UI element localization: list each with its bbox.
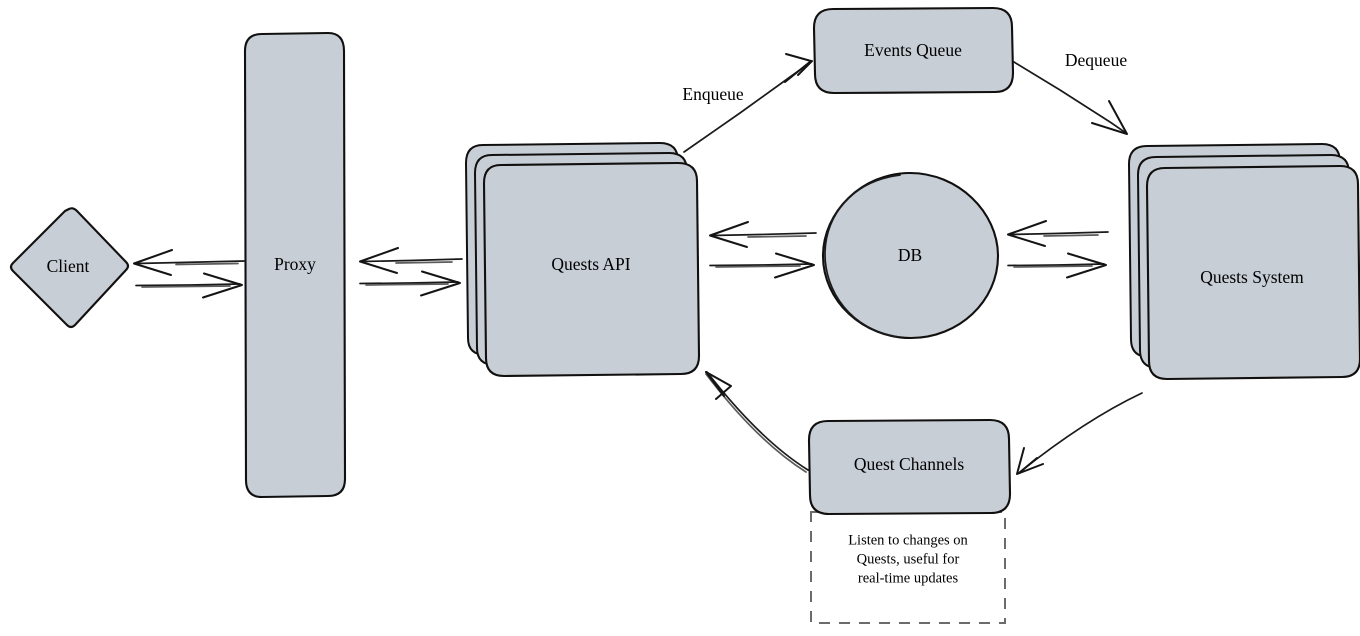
node-label-quest-channels: Quest Channels (854, 454, 965, 474)
edge-quests-system-quest-channels (1016, 392, 1143, 475)
node-label-db: DB (898, 245, 922, 265)
note-dashed-border (810, 511, 1006, 624)
edge-quest-channels-quests-api (705, 371, 809, 473)
edge-quests-api-events-queue: Enqueue (682, 53, 813, 153)
node-label-client: Client (47, 256, 90, 276)
node-quests-system[interactable]: Quests System (1128, 143, 1360, 381)
note-line-1: Listen to changes on (848, 532, 968, 548)
edge-db-quests-system (1007, 220, 1109, 279)
node-client[interactable]: Client (9, 207, 130, 329)
edge-proxy-quests-api (359, 247, 463, 297)
node-events-queue[interactable]: Events Queue (812, 6, 1015, 95)
node-db[interactable]: DB (821, 171, 1000, 340)
quest-channels-note: Listen to changes on Quests, useful for … (810, 511, 1006, 624)
edge-label-enqueue: Enqueue (682, 84, 743, 104)
edge-label-dequeue: Dequeue (1065, 50, 1127, 70)
node-proxy[interactable]: Proxy (243, 31, 347, 499)
note-line-3: real-time updates (858, 570, 959, 586)
note-line-2: Quests, useful for (857, 551, 960, 567)
edge-quests-api-db (709, 221, 817, 279)
node-label-events-queue: Events Queue (864, 40, 962, 60)
node-quests-api[interactable]: Quests API (465, 142, 701, 378)
edge-events-queue-quests-system: Dequeue (1013, 50, 1128, 135)
node-quest-channels[interactable]: Quest Channels (807, 418, 1012, 516)
node-label-quests-api: Quests API (551, 254, 630, 274)
node-label-quests-system: Quests System (1200, 267, 1304, 287)
edge-client-proxy (133, 249, 245, 299)
node-label-proxy: Proxy (274, 254, 316, 274)
